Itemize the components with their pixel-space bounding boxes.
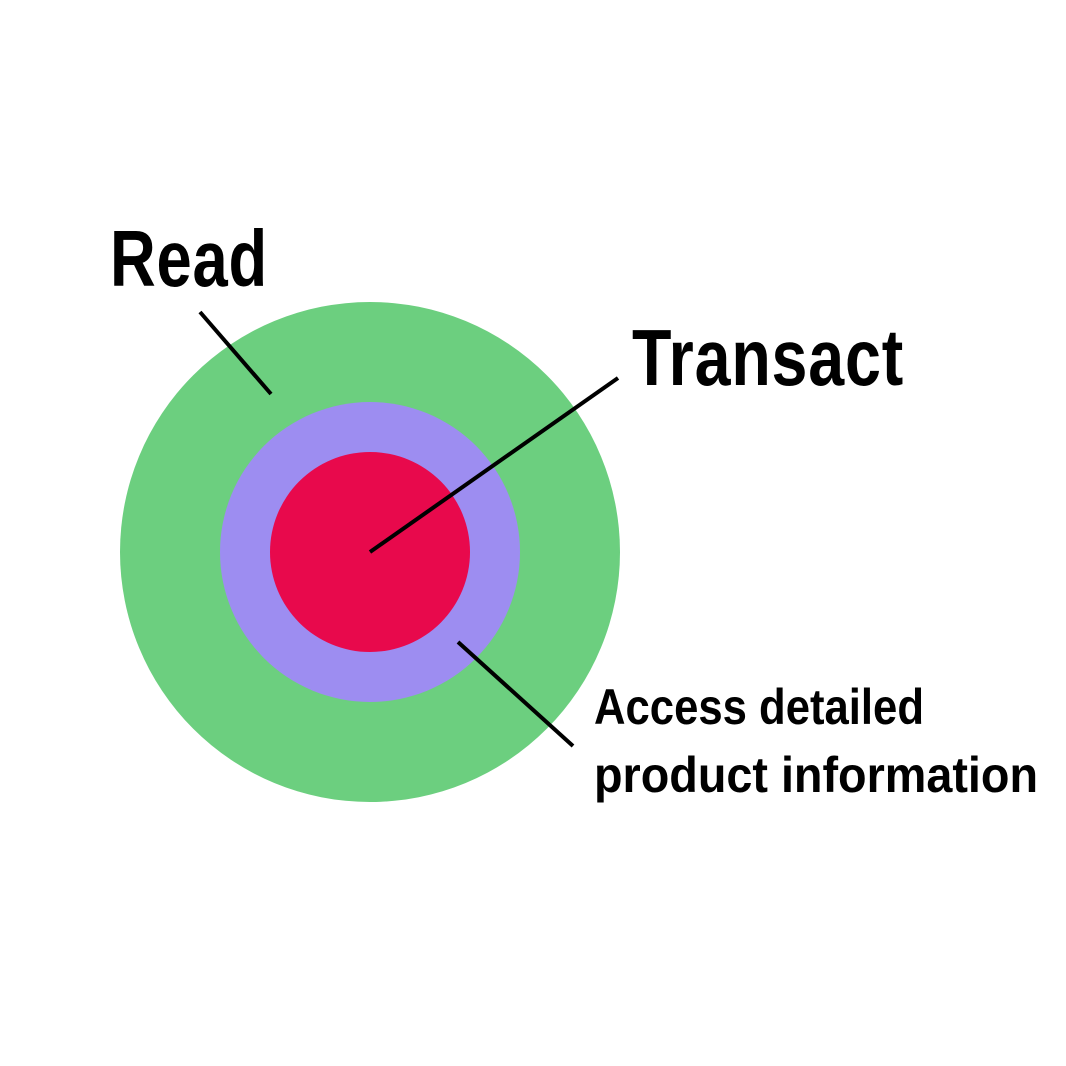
access-leader-line [456,640,575,748]
transact-leader-line [368,376,620,554]
read-label: Read [110,214,268,303]
transact-label: Transact [632,313,904,402]
read-leader-line [198,310,273,396]
access-label-line-1: Access detailed [594,679,924,735]
access-label-line-2: product information [594,747,1038,803]
